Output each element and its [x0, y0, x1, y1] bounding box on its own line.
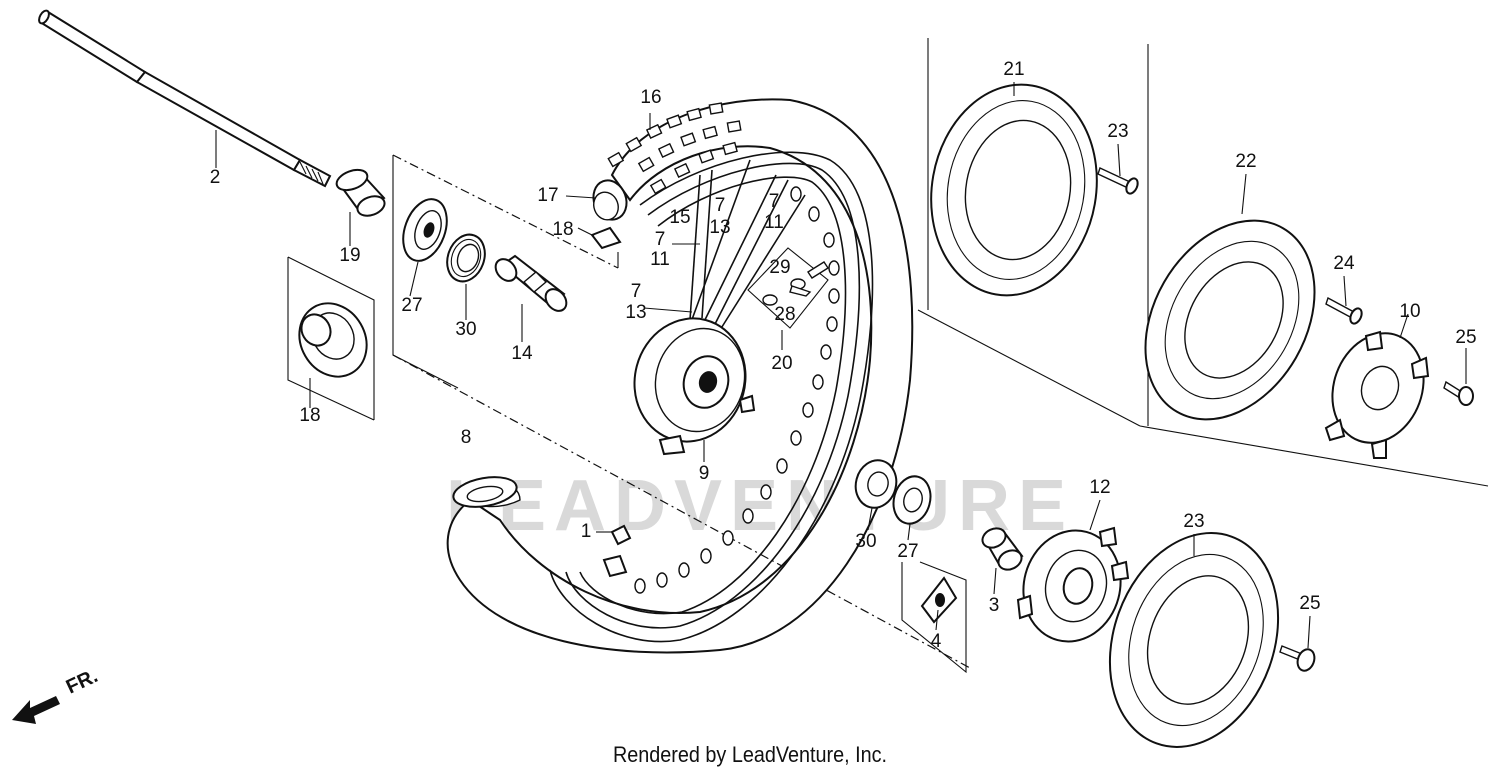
callout-2[interactable]: 2	[210, 167, 221, 188]
callout-7-c[interactable]: 7	[769, 191, 780, 212]
spacer-14[interactable]	[491, 254, 570, 315]
tire-16[interactable]	[446, 98, 914, 654]
callout-25[interactable]: 25	[1455, 327, 1476, 348]
watermark-text: LEADVENTURE	[446, 466, 1074, 546]
spoke-nipples-28-29[interactable]	[762, 261, 829, 306]
bolt-23-upper[interactable]	[1097, 167, 1140, 195]
callout-30-right[interactable]: 30	[855, 531, 876, 552]
collar-6[interactable]	[334, 166, 387, 219]
callout-13-b[interactable]: 13	[625, 302, 646, 323]
rim-15[interactable]	[549, 151, 874, 643]
callout-16[interactable]: 16	[640, 87, 661, 108]
rim-band-18[interactable]	[590, 226, 622, 250]
bearing-30-right[interactable]	[850, 456, 901, 513]
callout-26[interactable]: 27	[401, 295, 422, 316]
brake-disc-22[interactable]	[1081, 509, 1307, 770]
direction-label: FR.	[63, 665, 101, 699]
hub-9[interactable]	[621, 306, 759, 456]
dust-seal-5[interactable]	[286, 291, 379, 389]
leader-lines	[215, 82, 1467, 649]
callout-27[interactable]: 27	[897, 541, 918, 562]
callout-3[interactable]: 3	[989, 595, 1000, 616]
callout-5[interactable]: 18	[299, 405, 320, 426]
callout-10[interactable]: 10	[1399, 301, 1420, 322]
callout-18[interactable]: 18	[552, 219, 573, 240]
bolt-23-lower[interactable]	[1325, 296, 1364, 325]
callout-29[interactable]: 29	[769, 257, 790, 278]
rim-spoke-holes	[634, 186, 840, 594]
dust-seal-27[interactable]	[888, 472, 935, 528]
callout-11-a[interactable]: 11	[650, 249, 670, 270]
disc-adapter-10[interactable]	[1318, 320, 1439, 459]
callout-19[interactable]: 20	[771, 353, 792, 374]
front-direction-arrow-icon: FR.	[12, 665, 101, 724]
valve-cap-1[interactable]	[602, 524, 632, 578]
callout-6[interactable]: 19	[339, 245, 360, 266]
axle[interactable]	[37, 9, 332, 188]
callout-9[interactable]: 9	[699, 463, 710, 484]
callout-7-b[interactable]: 7	[715, 195, 726, 216]
bolt-25[interactable]	[1443, 380, 1474, 406]
callout-30-left[interactable]: 30	[455, 319, 476, 340]
callout-13-a[interactable]: 13	[709, 217, 730, 238]
callout-21[interactable]: 22	[1235, 151, 1256, 172]
callout-28[interactable]: 28	[774, 304, 795, 325]
collar-3[interactable]	[979, 525, 1024, 573]
callout-20[interactable]: 21	[1003, 59, 1024, 80]
dust-seal-26[interactable]	[395, 193, 454, 267]
tire-tread	[607, 102, 742, 195]
callout-22[interactable]: 23	[1183, 511, 1204, 532]
callout-11-b[interactable]: 11	[764, 212, 784, 233]
callout-23-b[interactable]: 24	[1333, 253, 1355, 274]
tube-17[interactable]	[588, 176, 632, 225]
callout-4[interactable]: 4	[931, 631, 942, 652]
callout-15[interactable]: 15	[669, 207, 690, 228]
callout-17[interactable]: 17	[537, 185, 558, 206]
callout-14[interactable]: 14	[511, 343, 533, 364]
brake-disc-21[interactable]	[1111, 190, 1349, 450]
callout-12[interactable]: 12	[1089, 477, 1110, 498]
bearing-30-left[interactable]	[441, 229, 491, 286]
gearbox-12[interactable]	[1011, 519, 1133, 652]
spokes-7[interactable]	[689, 159, 806, 331]
retainer-4[interactable]	[920, 576, 958, 624]
bolt-24[interactable]	[1279, 645, 1317, 673]
callout-24[interactable]: 25	[1299, 593, 1320, 614]
callout-1[interactable]: 1	[581, 521, 592, 542]
callout-8[interactable]: 8	[461, 427, 472, 448]
callout-23-a[interactable]: 23	[1107, 121, 1128, 142]
callout-7-d[interactable]: 7	[631, 281, 642, 302]
footer-credit: Rendered by LeadVenture, Inc.	[612, 742, 888, 767]
brake-disc-20[interactable]	[915, 71, 1113, 308]
callout-7-a[interactable]: 7	[655, 229, 666, 250]
